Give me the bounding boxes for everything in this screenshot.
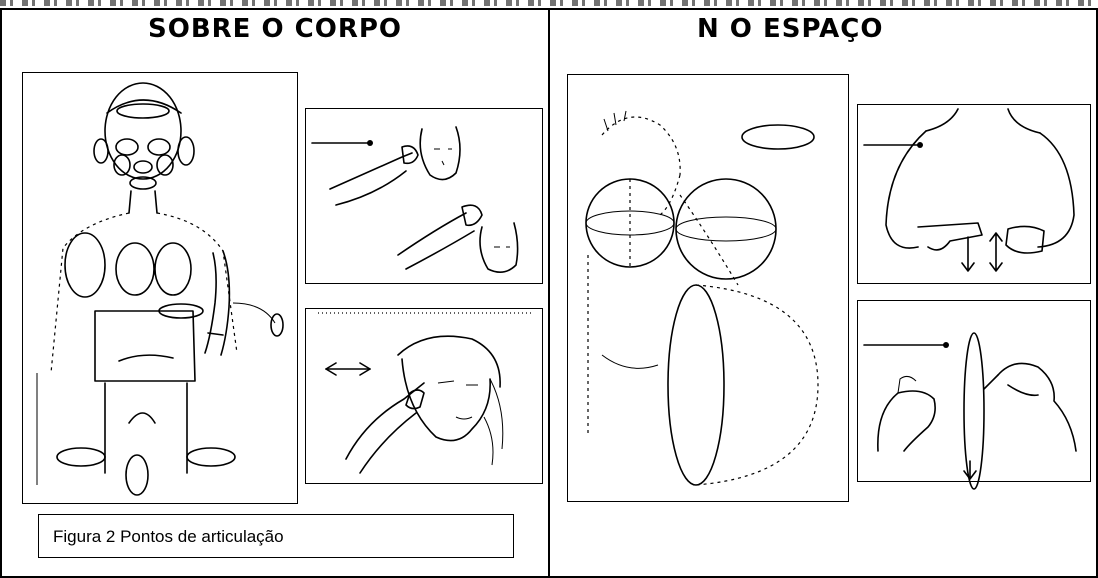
top-clipped-text-strip (0, 0, 1098, 6)
heading-in-space: N O ESPAÇO (697, 14, 884, 44)
sign-temple-svg (318, 312, 534, 474)
body-diagram-svg (36, 82, 284, 496)
sign-chest-level-svg (863, 108, 1075, 272)
figure-caption: Figura 2 Pontos de articulação (53, 527, 284, 546)
sign-temple-illustration (305, 308, 543, 484)
sign-near-head-illustration (305, 108, 543, 284)
sign-vertical-plane-svg (863, 332, 1077, 490)
sign-chest-level-illustration (857, 104, 1091, 284)
sign-vertical-plane-illustration (857, 300, 1091, 490)
figure-caption-box: Figura 2 Pontos de articulação (38, 514, 514, 558)
heading-on-body: SOBRE O CORPO (148, 14, 402, 44)
signing-space-illustration (567, 74, 849, 502)
signing-space-svg (585, 110, 819, 486)
body-figure-illustration (22, 72, 298, 504)
sign-near-head-svg (311, 126, 519, 273)
